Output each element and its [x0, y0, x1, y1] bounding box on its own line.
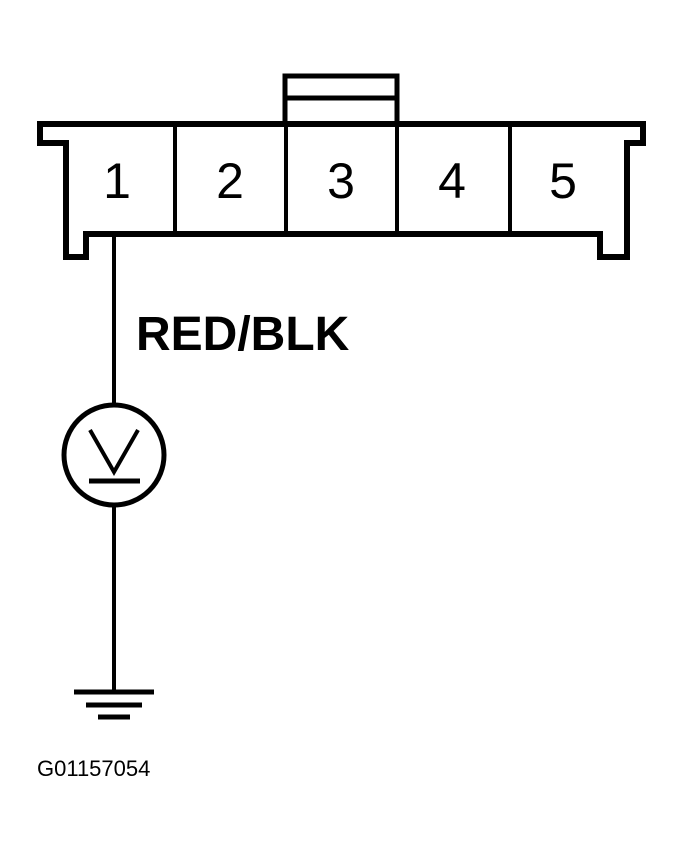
connector-housing	[37, 121, 646, 260]
pin-number-1: 1	[103, 153, 131, 209]
pin-number-4: 4	[438, 153, 466, 209]
connector-body	[37, 73, 646, 260]
voltmeter-icon	[61, 402, 167, 508]
pin-number-5: 5	[549, 153, 577, 209]
pin-number-3: 3	[327, 153, 355, 209]
wire-color-label: RED/BLK	[136, 308, 350, 361]
pin-number-2: 2	[216, 153, 244, 209]
figure-id: G01157054	[37, 756, 150, 781]
ground-icon	[74, 689, 154, 720]
